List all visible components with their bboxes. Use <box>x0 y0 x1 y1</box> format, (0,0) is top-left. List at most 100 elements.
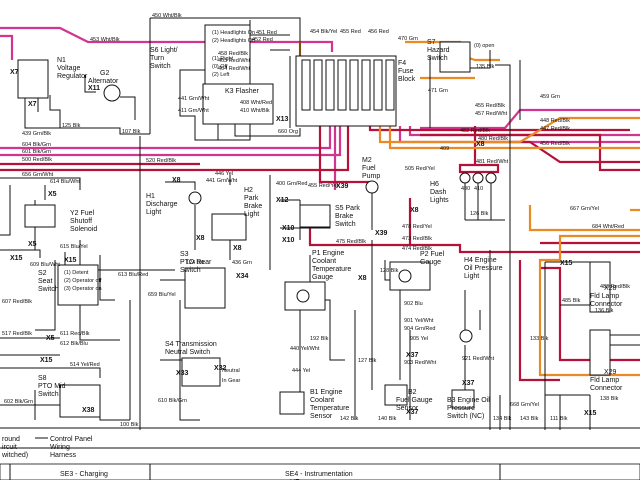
b1-label-1: B1 Engine <box>310 389 342 396</box>
discharge-light-symbol <box>188 191 202 205</box>
pto-mid-switch-box <box>59 384 101 418</box>
s6-pos-5: (2) Left <box>212 72 230 78</box>
n1-label-3: Regulator <box>57 73 88 80</box>
wire-label: 453 Wht/Blk <box>90 37 120 43</box>
p1-label-1: P1 Engine <box>312 250 344 257</box>
wire-label: 410 Wht/Blk <box>240 108 270 114</box>
wire-label: 613 Blu/Red <box>118 272 148 278</box>
x29-label-2: Fld Lamp <box>590 377 619 384</box>
wire-label: 500 Red/Blk <box>22 157 52 163</box>
s2-pos-1: (1) Detent <box>64 270 89 276</box>
wire-label: 607 Red/Blk <box>2 299 32 305</box>
h1-label-2: Discharge <box>146 201 178 208</box>
s7-label-1: S7 <box>427 39 436 46</box>
wire-label: 456 Red/Blk <box>540 141 570 147</box>
wire-label: 659 Blu/Yel <box>148 292 176 298</box>
wire-label: 451 Red <box>256 30 277 36</box>
wire-label: 457 Red/Wht <box>475 111 508 117</box>
s6-label-1: S6 Light/ <box>150 47 178 54</box>
wire-label: 482 Red/Blk <box>460 128 490 134</box>
wire-label: 471 Grn <box>428 88 448 94</box>
alternator-symbol <box>103 84 121 102</box>
wire-label: 475 Red/Blk <box>336 239 366 245</box>
hazard-switch-body <box>439 41 471 73</box>
s3-label-2: PTO Rear <box>180 259 212 266</box>
s5-label-1: S5 Park <box>335 205 360 212</box>
connector-x8d: X8 <box>410 207 419 214</box>
wire-label: 470 Grn <box>398 36 418 42</box>
b3-label-3: Switch (NC) <box>447 413 484 420</box>
x28-label-2: Fld Lamp <box>590 293 619 300</box>
light-turn-switch-body <box>204 24 251 86</box>
dash-light-480 <box>472 172 484 184</box>
h6-label-1: H6 <box>430 181 439 188</box>
wire-label: 480 Red/Blk <box>600 284 630 290</box>
connector-x38: X38 <box>82 407 95 414</box>
wire-label: 448 Red/Blk <box>540 118 570 124</box>
footer-harness-2: Wiring <box>50 444 70 451</box>
wire-label: 478 Red/Yel <box>402 224 432 230</box>
s4-label-2: Neutral Switch <box>165 349 210 356</box>
component-symbols <box>17 24 611 418</box>
wire-label: 142 Blk <box>340 416 359 422</box>
s3-label-1: S3 <box>180 251 189 258</box>
wire-label: 408 Wht/Red <box>240 100 272 106</box>
wire-label: 100 Blk <box>120 422 139 428</box>
y2-label-1: Y2 Fuel <box>70 210 95 217</box>
wire-label: 444 Yel <box>292 368 310 374</box>
park-brake-light-box <box>211 213 247 241</box>
connector-x5a: X5 <box>48 191 57 198</box>
s6-label-3: Switch <box>150 63 171 70</box>
b1-label-2: Coolant <box>310 397 334 404</box>
s3-label-3: Switch <box>180 267 201 274</box>
wire-label: 458 Red/Blk <box>218 51 248 57</box>
wire-label: 440 Yel/Wht <box>290 346 320 352</box>
wire-label: 505 Red/Yel <box>405 166 435 172</box>
wire-label: 921 Red/Wht <box>462 356 495 362</box>
connector-x8f: X8 <box>358 275 367 282</box>
s8-label-3: Switch <box>38 391 59 398</box>
wire-label: 905 Yel <box>410 336 428 342</box>
transmission-switch-box <box>181 357 221 387</box>
wire-label: 452 Red <box>252 37 273 43</box>
wire-label: 124 Blk <box>186 260 205 266</box>
wire-label: 143 Blk <box>520 416 539 422</box>
wire-label: 660 Org <box>278 129 298 135</box>
wire-label: 107 Blk <box>122 129 141 135</box>
s5-label-2: Brake <box>335 213 353 220</box>
x28-label-3: Connector <box>590 301 623 308</box>
wire-label: 441 Grn/Wht <box>206 178 238 184</box>
footer-left-1: round <box>2 436 20 443</box>
wire-label: 609 Blu/Wht <box>30 262 60 268</box>
connector-labels: X7 X7 X11 X13 X8 X8 X8 X8 X8 X8 X12 X10 … <box>10 69 597 417</box>
wire-label: 454 Blk/Yel <box>310 29 337 35</box>
s5-label-3: Switch <box>335 221 356 228</box>
connector-x8a: X8 <box>172 177 181 184</box>
wire-label: 136 Blk <box>595 308 614 314</box>
connector-x15b: X15 <box>10 255 23 262</box>
wire-label: 127 Blk <box>358 358 377 364</box>
fuel-shutoff-solenoid-box <box>24 204 56 228</box>
fuel-gauge-dial <box>398 269 412 283</box>
wire-label: 668 Grn/Yel <box>510 402 539 408</box>
footer-left-2: ircuit <box>2 444 17 451</box>
connector-x37b: X37 <box>406 409 419 416</box>
oil-pressure-light-symbol <box>459 329 473 343</box>
park-brake-switch-box <box>299 204 331 228</box>
wire-label: 684 Wht/Red <box>592 224 624 230</box>
s7-label-3: Switch <box>427 55 448 62</box>
connector-x37c: X37 <box>462 380 475 387</box>
section-se4: SE4 - Instrumentation <box>285 471 353 478</box>
wire-label: 481 Red/Wht <box>476 159 509 165</box>
wire-label: 411 Grn/Wht <box>178 108 209 114</box>
voltage-regulator-body <box>17 59 49 99</box>
h2-label-4: Light <box>244 211 259 218</box>
s7-pos-1: (0) open <box>474 43 495 49</box>
p2-label-1: P2 Fuel <box>420 251 445 258</box>
p1-label-2: Coolant <box>312 258 336 265</box>
b3-label-2: Pressure <box>447 405 475 412</box>
h2-label-2: Park <box>244 195 259 202</box>
s6-pos-4: (0) Off <box>212 64 228 70</box>
wire-label: 485 Blk <box>562 298 581 304</box>
h6-label-2: Dash <box>430 189 446 196</box>
